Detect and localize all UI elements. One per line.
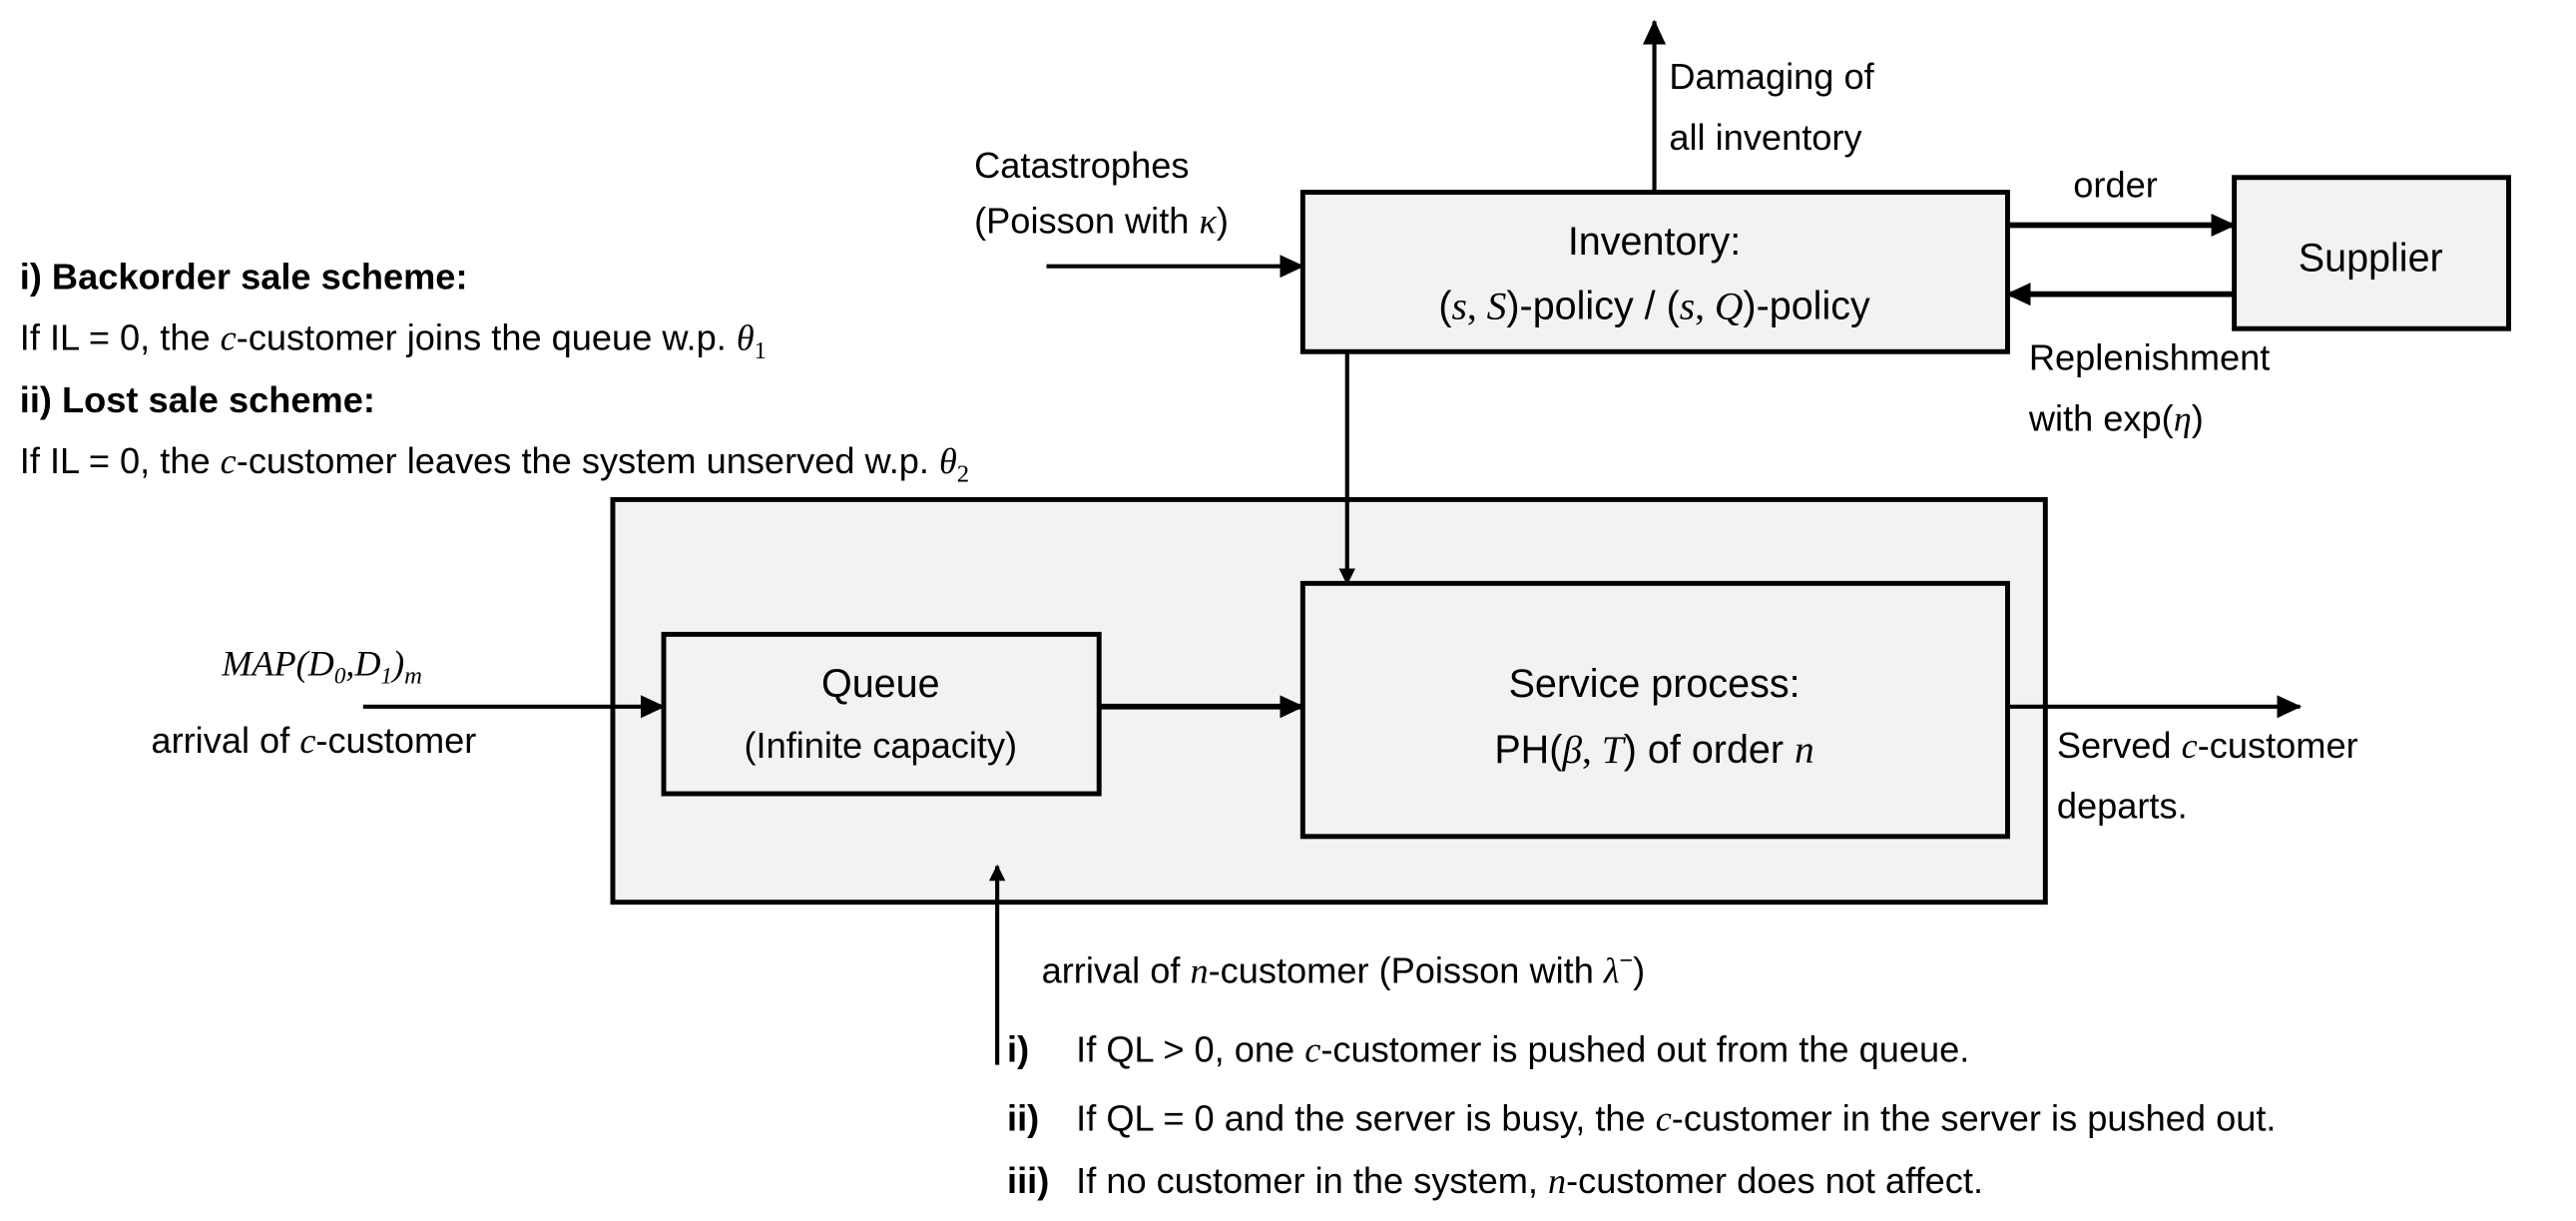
catastrophes-label-2: (Poisson with κ) bbox=[974, 201, 1229, 242]
lost-title: ii) Lost sale scheme: bbox=[20, 379, 375, 420]
backorder-rule: If IL = 0, the c-customer joins the queu… bbox=[20, 317, 767, 364]
backorder-title: i) Backorder sale scheme: bbox=[20, 257, 468, 298]
queue-title: Queue bbox=[821, 662, 940, 706]
map-label: MAP(D0,D1)m bbox=[221, 644, 422, 690]
served-label-1: Served c-customer bbox=[2057, 725, 2358, 766]
damaging-label-1: Damaging of bbox=[1669, 56, 1874, 97]
inventory-title: Inventory: bbox=[1568, 220, 1741, 264]
rule-2: If QL = 0 and the server is busy, the c-… bbox=[1076, 1097, 2276, 1138]
rule-list: i) If QL > 0, one c-customer is pushed o… bbox=[1007, 1028, 2276, 1201]
queue-subtitle: (Infinite capacity) bbox=[744, 725, 1017, 766]
served-label-2: departs. bbox=[2057, 786, 2188, 827]
service-box bbox=[1299, 580, 2010, 840]
arrival-n-label: arrival of n-customer (Poisson with λ−) bbox=[1042, 947, 1646, 991]
damaging-label-2: all inventory bbox=[1669, 117, 1862, 158]
arrival-c-label: arrival of c-customer bbox=[151, 720, 476, 761]
replenishment-label-2: with exp(η) bbox=[2028, 397, 2204, 438]
rule-2-num: ii) bbox=[1007, 1097, 1039, 1138]
service-title: Service process: bbox=[1509, 662, 1801, 706]
order-label: order bbox=[2073, 165, 2158, 206]
queue-box bbox=[661, 631, 1102, 797]
inventory-box bbox=[1299, 190, 2010, 354]
rule-1-num: i) bbox=[1007, 1028, 1029, 1069]
rule-3-num: iii) bbox=[1007, 1160, 1049, 1201]
inventory-policy: (s, S)-policy / (s, Q)-policy bbox=[1438, 284, 1870, 327]
service-ph: PH(β, T) of order n bbox=[1494, 728, 1813, 772]
supplier-box bbox=[2232, 175, 2511, 331]
rule-3: If no customer in the system, n-customer… bbox=[1076, 1160, 1983, 1201]
catastrophes-label-1: Catastrophes bbox=[974, 145, 1189, 186]
supplier-label: Supplier bbox=[2299, 237, 2443, 281]
rule-1: If QL > 0, one c-customer is pushed out … bbox=[1076, 1028, 1969, 1069]
replenishment-label-1: Replenishment bbox=[2029, 336, 2271, 377]
lost-rule: If IL = 0, the c-customer leaves the sys… bbox=[20, 440, 969, 487]
